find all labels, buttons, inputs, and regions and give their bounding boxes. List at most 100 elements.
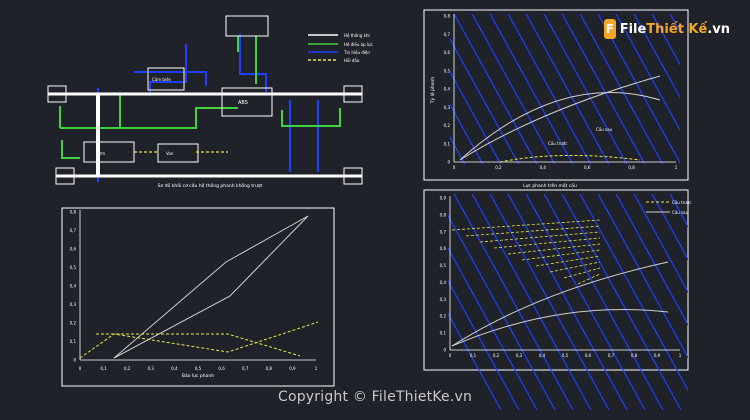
y-ticks: 00,10,20,30,40,50,60,70,8	[444, 14, 451, 165]
y-tick-label: 0,7	[444, 32, 451, 37]
wheel	[55, 167, 75, 185]
y-tick-label: 0,6	[440, 246, 447, 251]
grid-line	[549, 261, 601, 273]
x-axis-label: Lực phanh trên một cầu	[523, 181, 577, 189]
x-tick-label: 0,3	[516, 353, 523, 358]
x-tick-label: 0,6	[585, 353, 592, 358]
x-tick-label: 0,8	[631, 353, 638, 358]
y-tick-label: 0,4	[440, 280, 447, 285]
grid-line	[448, 214, 556, 410]
curve	[113, 215, 309, 359]
grid-line	[615, 14, 680, 132]
pipe-blue	[289, 100, 319, 172]
curve	[96, 333, 301, 357]
y-tick-label: 0,3	[70, 302, 77, 307]
grid-line	[453, 194, 574, 410]
grid-line	[489, 194, 610, 410]
grid-line	[597, 194, 688, 359]
wheel	[343, 85, 363, 103]
grid-line	[579, 194, 688, 392]
logo-suffix: .vn	[707, 21, 730, 37]
x-tick-label: 0,9	[654, 353, 661, 358]
legend-label: Cầu trước	[672, 200, 691, 205]
pipe-blue	[149, 44, 187, 96]
y-ticks: 00,10,20,30,40,50,60,70,8	[70, 210, 77, 363]
grid-line	[687, 194, 688, 195]
logo-text: FileThiết Kế.vn	[620, 22, 730, 37]
grid-line	[448, 279, 520, 410]
grid-line	[561, 194, 682, 410]
chart-frame	[423, 9, 689, 181]
diagonal-grid	[450, 14, 680, 164]
block-label: Van	[166, 151, 174, 156]
grid-line	[704, 190, 750, 420]
grid-line	[563, 267, 601, 279]
copyright-notice: Copyright © FileThietKe.vn	[277, 389, 473, 405]
y-tick-label: 0,1	[440, 331, 447, 336]
y-tick-label: 0,5	[70, 265, 77, 270]
y-tick-label: 0,9	[440, 196, 447, 201]
site-logo[interactable]: F FileThiết Kế.vn	[604, 14, 730, 44]
curve	[79, 321, 319, 359]
grid-line	[535, 255, 601, 267]
y-tick-label: 0,2	[440, 314, 447, 319]
block-valve	[157, 143, 199, 163]
grid-line	[525, 14, 610, 164]
x-tick-label: 0,8	[266, 366, 273, 371]
y-ticks: 00,10,20,30,40,50,60,70,80,9	[440, 196, 447, 353]
grid-line	[489, 14, 574, 164]
note: Cầu trước	[548, 141, 567, 146]
y-tick-label: 0,8	[440, 212, 447, 217]
grid-line	[493, 237, 601, 249]
x-tick-label: 0,2	[124, 366, 131, 371]
y-tick-label: 0,5	[440, 263, 447, 268]
x-tick-label: 0,8	[628, 165, 635, 170]
x-tick-label: 1	[315, 366, 318, 371]
block-label: Bơm	[96, 151, 105, 156]
logo-badge-icon: F	[604, 19, 616, 39]
curve	[451, 261, 669, 347]
block-abs	[221, 87, 273, 117]
diagonal-grid	[448, 190, 750, 420]
grid-line	[453, 14, 538, 164]
grid-line	[451, 219, 601, 231]
x-tick-label: 1	[679, 353, 682, 358]
x-tick-label: 0,5	[562, 353, 569, 358]
legend-label: Cầu sau	[672, 210, 689, 215]
wheel	[47, 85, 67, 103]
brake-schematic: Hệ thống khí Hệ điều áp lực Tín hiệu điệ…	[47, 15, 373, 189]
block-booster	[225, 15, 269, 37]
y-tick-label: 0,6	[70, 247, 77, 252]
x-tick-label: 0,4	[539, 353, 546, 358]
x-tick-label: 0,1	[470, 353, 477, 358]
x-tick-label: 0,6	[584, 165, 591, 170]
schematic-caption: Sơ đồ khối cơ cấu hệ thống phanh không t…	[158, 181, 263, 189]
y-tick-label: 0,7	[70, 228, 77, 233]
x-tick-label: 0,6	[218, 366, 225, 371]
y-tick-label: 0,1	[444, 141, 451, 146]
grid-line	[579, 14, 664, 164]
x-tick-label: 0,7	[242, 366, 249, 371]
block-label: Cảm biến	[152, 77, 172, 82]
x-tick-label: 0,2	[493, 353, 500, 358]
grid-line	[448, 246, 538, 410]
grid-line	[633, 14, 680, 99]
grid-line	[651, 14, 680, 66]
x-axis-label: Bảo lực phanh	[182, 372, 214, 379]
grid-line	[507, 194, 628, 410]
curve	[499, 154, 641, 163]
grid-line	[577, 273, 601, 285]
chart-frame	[423, 189, 689, 371]
legend-label: Hồi dầu	[344, 58, 360, 63]
grid-line	[669, 194, 688, 228]
grid-line	[543, 194, 664, 410]
y-tick-label: 0,5	[444, 68, 451, 73]
y-tick-label: 0,4	[70, 284, 77, 289]
grid-line	[543, 14, 628, 164]
legend-label: Hệ thống khí	[344, 33, 370, 38]
grid-line	[448, 312, 502, 410]
grid-line	[525, 194, 646, 410]
legend-label: Hệ điều áp lực	[344, 42, 373, 47]
